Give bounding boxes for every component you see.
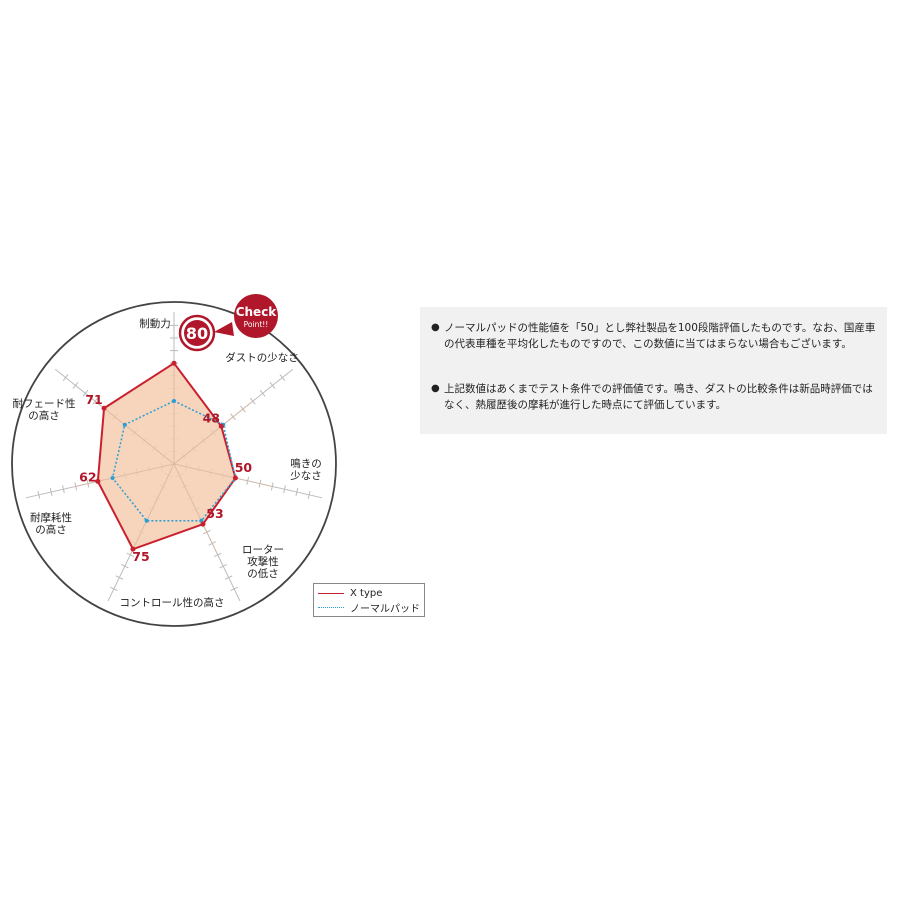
legend: X type ノーマルパッド [313, 583, 425, 617]
axis-label: の高さ [35, 523, 67, 536]
bullet-icon: ● [431, 383, 440, 394]
series-x-type-point [95, 478, 101, 484]
check-point-circle [234, 294, 278, 338]
bullet-icon: ● [431, 322, 440, 333]
axis-tick [72, 382, 79, 389]
axis-tick [259, 389, 266, 397]
axis-label: 鳴きの [290, 457, 322, 470]
axis-tick [224, 575, 233, 580]
outer-ring [11, 301, 337, 627]
series-x-type-point [101, 405, 107, 411]
series-normal-point [144, 518, 149, 523]
axis-label: の高さ [28, 409, 60, 422]
axis-label: 攻撃性 [247, 555, 279, 568]
axis-tick [219, 563, 228, 569]
axis-label: 耐フェード性 [13, 397, 76, 410]
axis-spoke-overlay [173, 400, 254, 465]
point-label: Point!! [244, 320, 269, 329]
legend-label-x-type: X type [350, 587, 383, 599]
axis-label: ローター [242, 544, 284, 556]
value-label: 80 [186, 324, 208, 343]
series-normal-point [110, 476, 115, 481]
value-label: 71 [85, 392, 102, 407]
value-label: 50 [235, 460, 253, 475]
value-label: 75 [132, 549, 149, 564]
note-item: ● ノーマルパッドの性能値を「50」とし弊社製品を100段階評価したものです。な… [431, 320, 879, 352]
note-item: ● 上記数値はあくまでテスト条件での評価値です。鳴き、ダストの比較条件は新品時評… [431, 381, 879, 413]
axis-spoke-overlay [94, 400, 175, 465]
axis-tick [62, 374, 69, 382]
value-badge-fill [184, 320, 210, 346]
axis-tick [283, 485, 286, 494]
axis-label: 少なさ [290, 470, 322, 482]
axis-tick [269, 382, 276, 389]
axis-label: コントロール性の高さ [120, 596, 225, 609]
value-label: 62 [79, 469, 96, 484]
axis-tick [295, 488, 299, 497]
check-label: Check [236, 305, 278, 319]
axis-tick [279, 374, 286, 382]
series-normal-point [122, 422, 127, 427]
axis-label: 制動力 [139, 317, 171, 330]
note-text: 上記数値はあくまでテスト条件での評価値です。鳴き、ダストの比較条件は新品時評価で… [444, 383, 873, 411]
axis-tick [37, 490, 41, 499]
axis-tick [115, 575, 124, 580]
series-x-type-point [232, 475, 238, 481]
axis-spoke-overlay [75, 463, 175, 487]
series-x-type-point [171, 360, 177, 366]
series-x-type-point [200, 521, 206, 527]
series-normal-point [172, 399, 176, 403]
series-x-type-point [218, 423, 224, 429]
legend-swatch-x-type [318, 592, 344, 594]
legend-item-x-type: X type [318, 586, 382, 600]
axis-spoke-overlay [173, 463, 219, 555]
axis-label: ダストの少なさ [225, 351, 299, 364]
axis-tick [82, 389, 89, 397]
notes-panel: ● ノーマルパッドの性能値を「50」とし弊社製品を100段階評価したものです。な… [420, 307, 887, 434]
value-label: 53 [206, 506, 223, 521]
axis-tick [110, 586, 118, 592]
axis-tick [62, 485, 65, 494]
series-x-type-point [130, 546, 136, 552]
axis-label: の低さ [247, 567, 279, 580]
value-label: 48 [203, 410, 220, 425]
axis-tick [307, 490, 311, 499]
axis-spoke-overlay [173, 463, 273, 487]
axis-tick [49, 488, 53, 497]
legend-swatch-normal [318, 606, 344, 608]
legend-item-normal: ノーマルパッド [318, 600, 420, 615]
series-x-type-area [96, 361, 237, 551]
axis-label: 耐摩耗性 [30, 511, 72, 524]
axis-tick [120, 563, 129, 569]
axis-tick [230, 586, 238, 592]
badge-pointer [214, 322, 234, 336]
axis-spoke-overlay [129, 463, 175, 555]
radar-series [75, 360, 273, 555]
legend-label-normal: ノーマルパッド [350, 603, 420, 615]
note-text: ノーマルパッドの性能値を「50」とし弊社製品を100段階評価したものです。なお、… [444, 322, 876, 350]
